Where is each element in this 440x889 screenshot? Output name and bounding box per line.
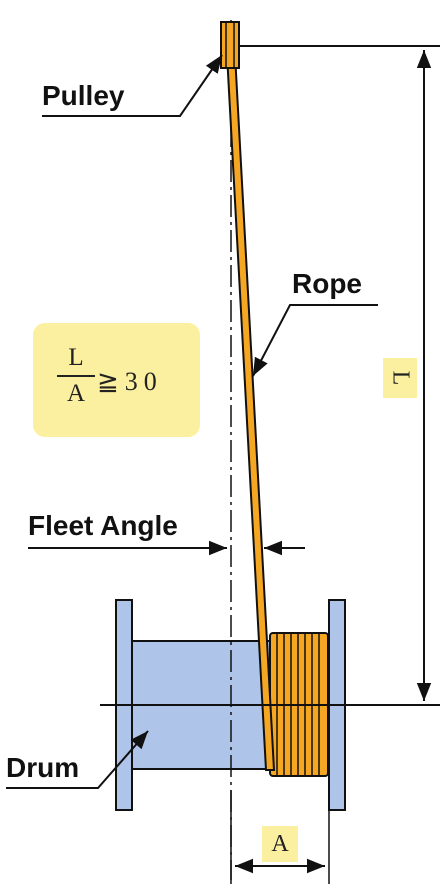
fleet-angle-label: Fleet Angle: [28, 510, 178, 541]
pulley-leader: [42, 54, 223, 117]
ratio-relation: ≧30: [97, 367, 163, 396]
pulley: [220, 21, 240, 69]
dimension-l-tag: L: [383, 358, 417, 398]
ratio-denominator: A: [66, 380, 86, 407]
fraction-bar: [57, 375, 95, 377]
drum-leader: [6, 730, 149, 789]
drum-label: Drum: [6, 752, 80, 783]
ratio-numerator: L: [68, 344, 84, 371]
ratio-fraction: L A: [57, 343, 95, 409]
pulley-label: Pulley: [42, 80, 125, 111]
dimension-l-text: L: [386, 370, 413, 386]
ratio-formula: L A ≧30: [33, 323, 200, 437]
dimension-a-tag: A: [262, 826, 298, 862]
rope-label: Rope: [292, 268, 362, 299]
rope-leader: [252, 304, 378, 377]
